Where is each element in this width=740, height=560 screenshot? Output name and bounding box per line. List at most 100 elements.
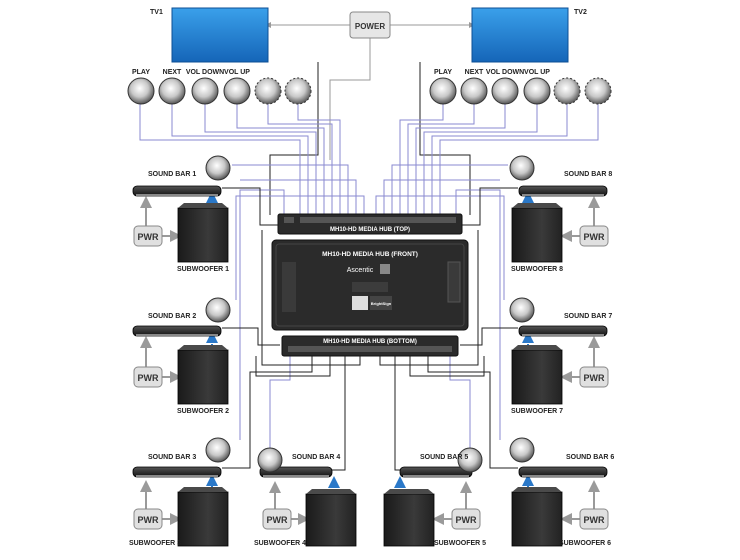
hub-badge: BrightSign: [371, 301, 392, 306]
audio-wire-sb8: [462, 187, 518, 226]
subwoofer-6: [511, 487, 563, 547]
soundbar-control-button[interactable]: [205, 297, 231, 323]
soundbar-label: SOUND BAR 4: [292, 454, 340, 461]
pwr-outlet-7: PWR: [579, 366, 609, 388]
soundbar-1: [132, 185, 222, 197]
zone-8: SOUND BAR 8 SUBWOOFER 8 PWR: [509, 155, 612, 273]
soundbar-label: SOUND BAR 8: [564, 171, 612, 178]
button-wire: [267, 104, 333, 215]
spare-button[interactable]: [254, 77, 282, 105]
subwoofer-label: SUBWOOFER 1: [177, 266, 229, 273]
button-wire: [383, 179, 500, 215]
play-button[interactable]: [429, 77, 457, 105]
soundbar-control-button[interactable]: [205, 437, 231, 463]
pwr-label: PWR: [456, 515, 477, 525]
subwoofer-cabinet: [511, 491, 563, 547]
soundbar-control-button[interactable]: [205, 155, 231, 181]
subwoofer-label: SUBWOOFER 5: [434, 540, 486, 547]
pwr-box: [133, 366, 163, 388]
audio-wire-sb7: [460, 327, 518, 346]
soundbar-base: [136, 334, 218, 336]
soundbar-base: [522, 475, 604, 477]
button-wire: [439, 104, 599, 215]
button-label-vol-down: VOL DOWN: [186, 69, 224, 76]
soundbar-control-button[interactable]: [509, 437, 535, 463]
play-button[interactable]: [127, 77, 155, 105]
pwr-outlet-1: PWR: [133, 225, 163, 247]
subwoofer-label: SUBWOOFER 6: [559, 540, 611, 547]
button-label-next: NEXT: [465, 69, 484, 76]
vol-up-button[interactable]: [523, 77, 551, 105]
subwoofer-cabinet: [177, 491, 229, 547]
spare-button[interactable]: [584, 77, 612, 105]
subwoofer-5: [383, 489, 435, 547]
button-wire: [399, 104, 444, 215]
tv-1: TV1: [150, 7, 269, 63]
vol-down-button[interactable]: [491, 77, 519, 105]
subwoofer-top: [512, 203, 562, 208]
next-button[interactable]: [460, 77, 488, 105]
subwoofer-8: [511, 203, 563, 263]
subwoofer-cabinet: [511, 349, 563, 405]
hub-logo-badge: [380, 264, 390, 274]
soundbar-control-button[interactable]: [257, 447, 283, 473]
vol-up-button[interactable]: [223, 77, 251, 105]
audio-wire-sb1: [222, 187, 278, 226]
pwr-label: PWR: [138, 232, 159, 242]
hub-bottom-terminals: [288, 346, 452, 352]
audio-wire: [261, 230, 361, 366]
soundbar-3: [132, 466, 222, 478]
spare-button[interactable]: [284, 77, 312, 105]
power-label: POWER: [355, 22, 385, 31]
soundbar-control-button[interactable]: [509, 155, 535, 181]
pwr-label: PWR: [138, 515, 159, 525]
pwr-label: PWR: [138, 373, 159, 383]
button-wire: [269, 355, 291, 450]
subwoofer-label: SUBWOOFER 4: [254, 540, 306, 547]
power-wire-hub: [329, 38, 371, 160]
tv-1-label: TV1: [150, 9, 163, 16]
button-wire: [239, 189, 285, 440]
hub-terminal-block: [284, 217, 456, 223]
next-button[interactable]: [158, 77, 186, 105]
pwr-label: PWR: [584, 373, 605, 383]
button-wire: [236, 104, 325, 215]
soundbar-2: [132, 325, 222, 337]
hub-bottom-label: MH10-HD MEDIA HUB (BOTTOM): [323, 339, 417, 345]
pwr-outlet-8: PWR: [579, 225, 609, 247]
button-wire: [407, 104, 475, 215]
spare-button[interactable]: [553, 77, 581, 105]
soundbar-base: [522, 334, 604, 336]
subwoofer-label: SUBWOOFER 8: [511, 266, 563, 273]
soundbar-7: [518, 325, 608, 337]
soundbar-control-button[interactable]: [509, 297, 535, 323]
soundbar-label: SOUND BAR 7: [564, 313, 612, 320]
soundbar-label: SOUND BAR 1: [148, 171, 196, 178]
audio-wire-sb5: [394, 355, 410, 471]
subwoofer-cabinet: [177, 207, 229, 263]
button-label-play: PLAY: [132, 69, 150, 76]
button-wire: [455, 189, 501, 440]
subwoofer-top: [178, 487, 228, 492]
tv-2-label: TV2: [574, 9, 587, 16]
button-wire: [431, 104, 568, 215]
zone-7: SOUND BAR 7 SUBWOOFER 7 PWR: [509, 297, 612, 415]
hub-qr-label: [352, 296, 368, 310]
pwr-label: PWR: [584, 515, 605, 525]
pwr-label: PWR: [267, 515, 288, 525]
subwoofer-2: [177, 345, 229, 405]
pwr-outlet-5: PWR: [451, 508, 481, 530]
subwoofer-label: SUBWOOFER 7: [511, 408, 563, 415]
soundbar-control-button[interactable]: [457, 447, 483, 473]
vol-down-button[interactable]: [191, 77, 219, 105]
tv1-data-wire: [269, 62, 319, 215]
media-hub-top: MH10-HD MEDIA HUB (TOP): [277, 213, 463, 235]
button-wire: [171, 104, 309, 215]
subwoofer-top: [306, 489, 356, 494]
button-label-next: NEXT: [163, 69, 182, 76]
audio-wire-sb3: [222, 355, 313, 469]
